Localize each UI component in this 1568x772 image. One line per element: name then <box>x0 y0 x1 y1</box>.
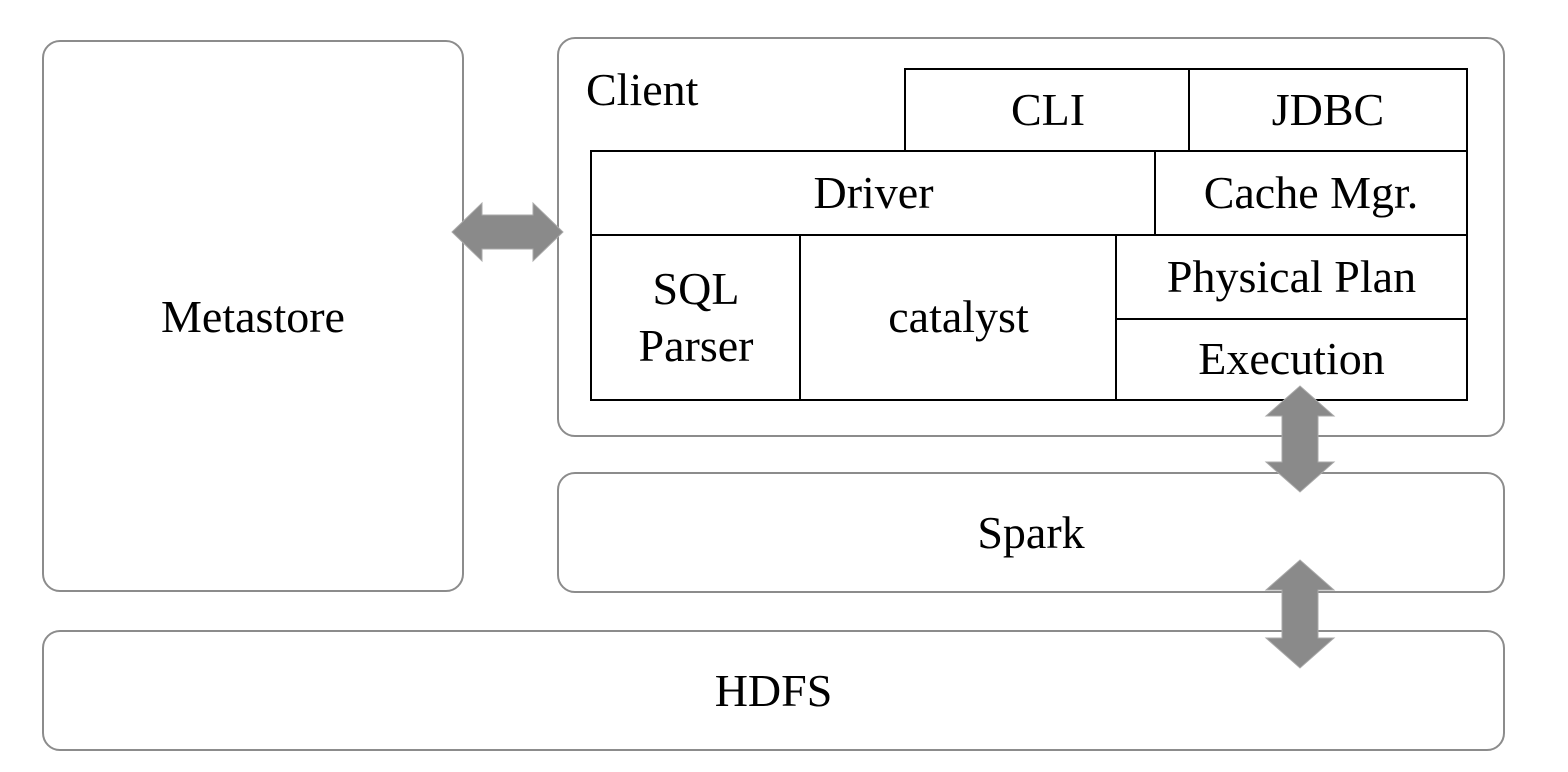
cache-mgr-box: Cache Mgr. <box>1154 150 1468 237</box>
cli-box: CLI <box>904 68 1192 153</box>
cache-mgr-label: Cache Mgr. <box>1203 167 1419 219</box>
execution-box: Execution <box>1115 318 1468 401</box>
execution-label: Execution <box>1198 333 1385 385</box>
jdbc-label: JDBC <box>1271 84 1385 136</box>
metastore-label: Metastore <box>161 290 345 342</box>
hdfs-label: HDFS <box>714 665 833 716</box>
physical-plan-label: Physical Plan <box>1166 251 1417 303</box>
spark-label: Spark <box>977 507 1085 558</box>
driver-label: Driver <box>813 167 934 219</box>
metastore-client-arrow <box>451 201 564 263</box>
cli-label: CLI <box>1010 84 1086 136</box>
driver-box: Driver <box>590 150 1157 237</box>
spark-box: Spark <box>557 472 1505 593</box>
client-container: Client CLI JDBC Driver Cache Mgr. SQL Pa… <box>557 37 1505 437</box>
physical-plan-box: Physical Plan <box>1115 234 1468 321</box>
client-label: Client <box>586 64 699 115</box>
hdfs-box: HDFS <box>42 630 1505 751</box>
sql-parser-label: SQL Parser <box>638 263 754 371</box>
metastore-box: Metastore <box>42 40 464 592</box>
jdbc-box: JDBC <box>1188 68 1468 153</box>
catalyst-label: catalyst <box>888 291 1029 343</box>
sql-parser-box: SQL Parser <box>590 234 802 401</box>
catalyst-box: catalyst <box>799 234 1118 401</box>
